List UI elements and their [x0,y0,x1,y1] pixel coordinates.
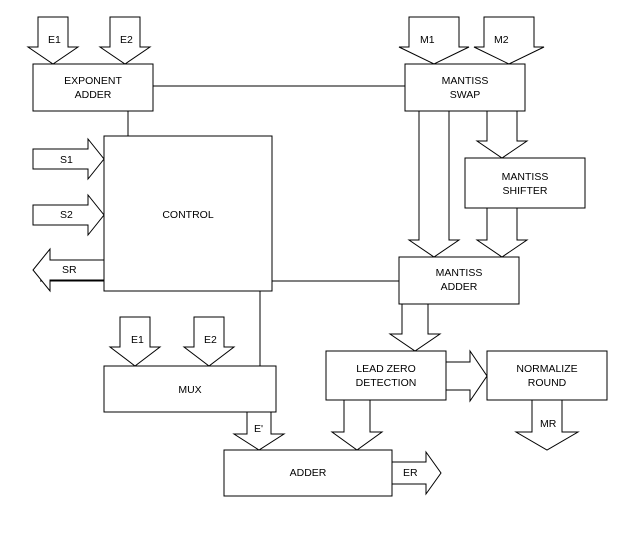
input-e1-label: E1 [48,34,61,46]
mux-input-arrow-e2 [182,316,236,367]
input-s2-label: S2 [60,209,73,221]
mantiss-swap-block [404,63,526,112]
arrow-mantiss-adder-to-lead-zero [388,303,442,352]
mantiss-adder-line-1: MANTISS [436,267,483,279]
exponent-adder-line-2: ADDER [75,89,112,101]
mantiss-adder-block [398,256,520,305]
exponent-adder-block [32,63,154,112]
normalize-round-block [486,350,608,401]
input-s1-label: S1 [60,154,73,166]
mux-label: MUX [178,384,201,396]
mantiss-adder-line-2: ADDER [441,281,478,293]
input-arrow-s2 [32,193,105,237]
control-label: CONTROL [162,209,213,221]
mantiss-swap-line-2: SWAP [450,89,481,101]
mantiss-swap-line-1: MANTISS [442,75,489,87]
arrow-shifter-to-mantiss-adder [475,207,529,258]
mux-input-e1-label: E1 [131,334,144,346]
input-m1-label: M1 [420,34,435,46]
mux-input-e2-label: E2 [204,334,217,346]
mux-block [103,365,277,413]
normalize-round-line-2: ROUND [528,377,567,389]
output-arrow-sr [32,247,105,293]
mantiss-shifter-line-2: SHIFTER [503,185,548,197]
output-arrow-er [391,450,442,496]
e-prime-label: E' [254,423,263,435]
output-arrow-mr [514,399,580,451]
output-mr-label: MR [540,418,557,430]
arrow-e-prime [232,411,286,451]
input-e2-label: E2 [120,34,133,46]
normalize-round-line-1: NORMALIZE [516,363,577,375]
adder-block [223,449,393,497]
input-arrow-m2 [473,16,545,65]
input-arrow-m1 [398,16,470,65]
mux-input-arrow-e1 [108,316,162,367]
lead-zero-line-2: DETECTION [356,377,417,389]
mantiss-shifter-line-1: MANTISS [502,171,549,183]
input-arrow-e1 [26,16,80,65]
mantiss-shifter-block [464,157,586,209]
output-er-label: ER [403,467,418,479]
input-arrow-s1 [32,137,105,181]
lead-zero-detection-block [325,350,447,401]
input-m2-label: M2 [494,34,509,46]
arrow-swap-to-shifter [475,110,529,159]
adder-label: ADDER [290,467,327,479]
lead-zero-line-1: LEAD ZERO [356,363,416,375]
arrow-lead-zero-to-adder [330,399,384,451]
control-block [103,135,273,292]
arrow-swap-to-mantiss-adder [407,110,461,258]
arrow-lead-zero-to-normalize [445,349,488,403]
output-sr-label: SR [62,264,77,276]
exponent-adder-line-1: EXPONENT [64,75,122,87]
input-arrow-e2 [98,16,152,65]
